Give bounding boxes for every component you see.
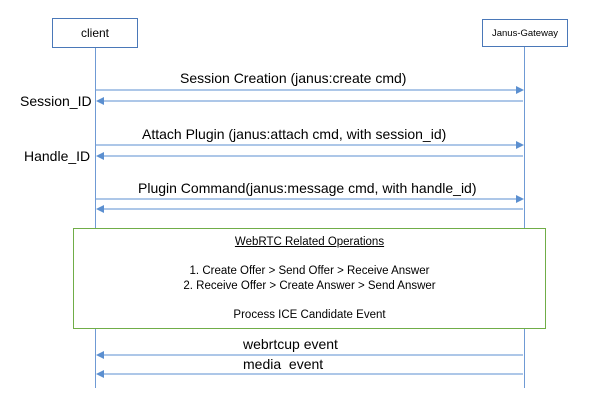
webrtcup-event-label: webrtcup event: [243, 336, 338, 352]
gateway-actor-label: Janus-Gateway: [491, 27, 558, 39]
ice-candidate-event: Process ICE Candidate Event: [233, 309, 386, 321]
session-creation-label: Session Creation (janus:create cmd): [180, 70, 407, 86]
client-actor-box: client: [52, 18, 138, 48]
gateway-actor-box: Janus-Gateway: [482, 19, 568, 47]
webrtc-step-2: 2. Receive Offer > Create Answer > Send …: [183, 280, 436, 292]
gateway-lifeline: [524, 47, 525, 388]
media-event-label: media event: [243, 356, 324, 372]
attach-plugin-label: Attach Plugin (janus:attach cmd, with se…: [142, 126, 447, 142]
webrtc-operations-title: WebRTC Related Operations: [234, 236, 385, 248]
client-actor-label: client: [80, 26, 109, 40]
webrtc-step-1: 1. Create Offer > Send Offer > Receive A…: [189, 265, 430, 277]
client-lifeline: [95, 48, 96, 388]
session-id-label: Session_ID: [20, 93, 92, 109]
handle-id-label: Handle_ID: [24, 148, 91, 164]
plugin-command-label: Plugin Command(janus:message cmd, with h…: [138, 180, 477, 196]
webrtc-operations-box: WebRTC Related Operations 1. Create Offe…: [73, 228, 546, 329]
